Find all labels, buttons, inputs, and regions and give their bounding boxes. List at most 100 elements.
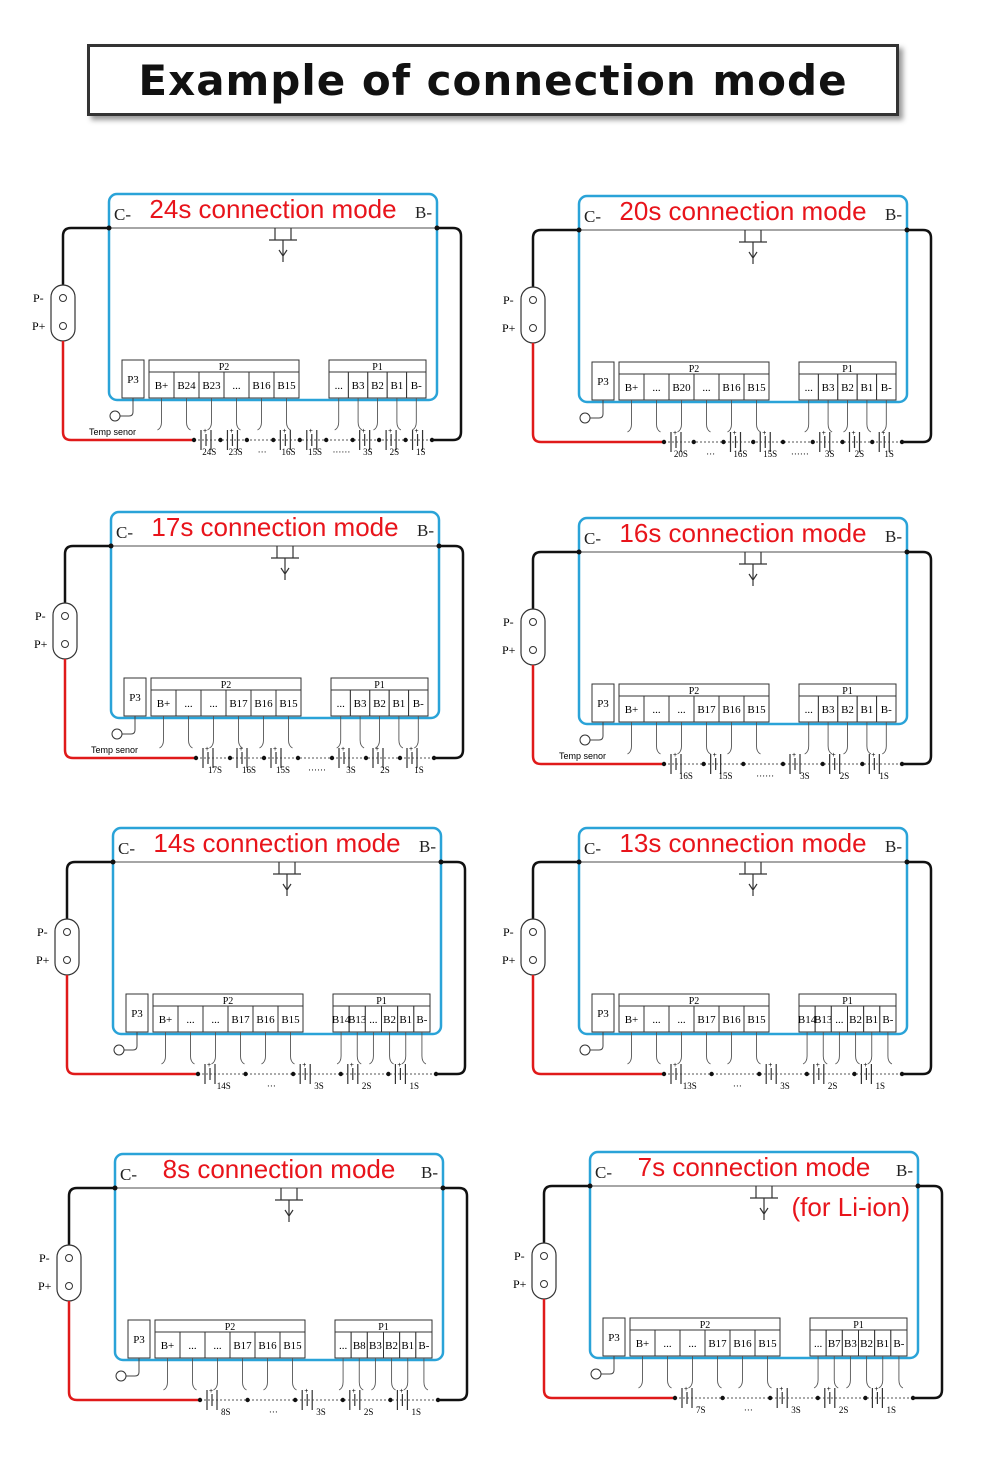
negative-return-wire bbox=[902, 228, 933, 444]
plus-sign: + bbox=[768, 1062, 772, 1069]
sense-wire bbox=[336, 1032, 342, 1065]
wiring-diagram: C-B-7s connection mode(for Li-ion)P-P++7… bbox=[513, 1150, 944, 1415]
plus-sign: + bbox=[792, 752, 796, 759]
p2-label: P2 bbox=[225, 1322, 236, 1333]
cell-node bbox=[271, 437, 276, 443]
battery-cell-icon bbox=[789, 754, 801, 774]
sense-wire bbox=[727, 722, 732, 755]
p1-pin-label: ... bbox=[339, 1340, 348, 1352]
cell-label: 1S bbox=[886, 1405, 896, 1415]
sense-wire bbox=[292, 1358, 297, 1391]
p2-pin-label: ... bbox=[652, 382, 661, 394]
wiring-diagram: C-B-16s connection modeP-P++16S+15S·····… bbox=[502, 516, 933, 781]
p1-pin-label: ... bbox=[835, 1014, 844, 1026]
p2-pin bbox=[177, 1005, 204, 1033]
panel-7s: C-B-7s connection mode(for Li-ion)P-P++7… bbox=[510, 1148, 950, 1428]
cell-node bbox=[721, 439, 726, 445]
p1-label: P1 bbox=[842, 364, 853, 375]
p-minus-label: P- bbox=[33, 291, 44, 305]
p-minus-terminal bbox=[61, 612, 69, 620]
p2-pin-label: B17 bbox=[697, 704, 716, 716]
p2-pin-label: ... bbox=[652, 1014, 661, 1026]
battery-cell-icon bbox=[372, 748, 384, 768]
battery-cell-icon bbox=[301, 1390, 313, 1410]
plus-sign: + bbox=[352, 1388, 356, 1395]
battery-cell-icon bbox=[200, 430, 212, 450]
plus-sign: + bbox=[816, 1062, 820, 1069]
plus-sign: + bbox=[871, 752, 875, 759]
p1-pin-label: B1 bbox=[399, 1014, 412, 1026]
p2-pin bbox=[252, 1005, 279, 1033]
battery-cell-icon bbox=[338, 748, 350, 768]
p-minus-terminal bbox=[529, 296, 537, 304]
plus-sign: + bbox=[388, 428, 392, 435]
cell-label: 23S bbox=[229, 447, 243, 457]
cell-label: 8S bbox=[221, 1407, 231, 1417]
sense-wire bbox=[638, 1356, 643, 1389]
p3-label: P3 bbox=[608, 1332, 620, 1344]
c-minus-label: C- bbox=[120, 1165, 137, 1184]
p1-pin-label: B13 bbox=[348, 1014, 367, 1026]
p2-pin-label: B15 bbox=[277, 380, 296, 392]
sense-wire bbox=[727, 1032, 732, 1065]
plus-sign: + bbox=[874, 1386, 878, 1393]
negative-wire bbox=[61, 226, 109, 285]
p2-pin-label: B17 bbox=[697, 1014, 716, 1026]
p-minus-label: P- bbox=[503, 615, 514, 629]
cell-label: 17S bbox=[208, 765, 222, 775]
cell-label: ··· bbox=[269, 1407, 278, 1417]
mode-note: (for Li-ion) bbox=[792, 1192, 910, 1222]
p1-pin-label: ... bbox=[335, 380, 344, 392]
bms-board-outline bbox=[588, 1150, 920, 1360]
p1-pin-label: B- bbox=[881, 382, 892, 394]
p-connector bbox=[50, 284, 76, 342]
wiring-diagram: C-B-20s connection modeP-P++20S···+16S+1… bbox=[502, 194, 933, 459]
battery-cell-icon bbox=[406, 748, 418, 768]
p2-pin bbox=[743, 1005, 770, 1033]
c-minus-label: C- bbox=[116, 523, 133, 542]
cell-node bbox=[403, 437, 408, 443]
p2-pin-label: B16 bbox=[252, 380, 271, 392]
sense-wire bbox=[756, 722, 761, 755]
cell-label: 15S bbox=[308, 447, 322, 457]
temp-sensor-icon bbox=[111, 728, 123, 740]
sense-wire bbox=[835, 1032, 840, 1065]
p1-label: P1 bbox=[374, 680, 385, 691]
cell-node bbox=[840, 439, 845, 445]
sense-wire bbox=[717, 1356, 722, 1389]
sense-wire bbox=[389, 1032, 394, 1065]
p-plus-terminal bbox=[59, 322, 67, 330]
cell-label: ······ bbox=[756, 771, 774, 781]
temp-sensor-wire bbox=[119, 398, 134, 417]
battery-cell-icon bbox=[765, 1064, 777, 1084]
p3-label: P3 bbox=[127, 374, 139, 386]
p1-pin-label: B2 bbox=[860, 1338, 873, 1350]
p1-pin-label: B3 bbox=[844, 1338, 857, 1350]
temp-sensor-icon bbox=[579, 412, 591, 424]
sense-wire bbox=[159, 716, 164, 749]
sense-wire bbox=[898, 1356, 904, 1389]
sense-wire bbox=[213, 1358, 218, 1391]
cell-node bbox=[780, 439, 786, 445]
battery-cell-icon bbox=[226, 430, 239, 450]
p2-pin-label: B24 bbox=[177, 380, 196, 392]
sense-wire bbox=[336, 716, 342, 749]
cell-node bbox=[910, 1395, 916, 1401]
temp-sensor-label: Temp senor bbox=[89, 427, 136, 437]
battery-cell-icon bbox=[824, 1388, 836, 1408]
battery-cell-icon bbox=[202, 748, 214, 768]
sense-wire bbox=[242, 1358, 247, 1391]
sense-wire bbox=[373, 398, 378, 431]
cell-label: 1S bbox=[409, 1081, 419, 1091]
p2-pin bbox=[668, 373, 695, 401]
sense-wire bbox=[656, 722, 661, 755]
p2-pin-label: B15 bbox=[283, 1340, 302, 1352]
cell-node bbox=[329, 755, 335, 761]
cell-label: 15S bbox=[763, 449, 777, 459]
sense-wire bbox=[414, 716, 419, 749]
p-plus-terminal bbox=[529, 324, 537, 332]
cell-node bbox=[291, 1071, 296, 1077]
p1-pin-label: B1 bbox=[401, 1340, 414, 1352]
